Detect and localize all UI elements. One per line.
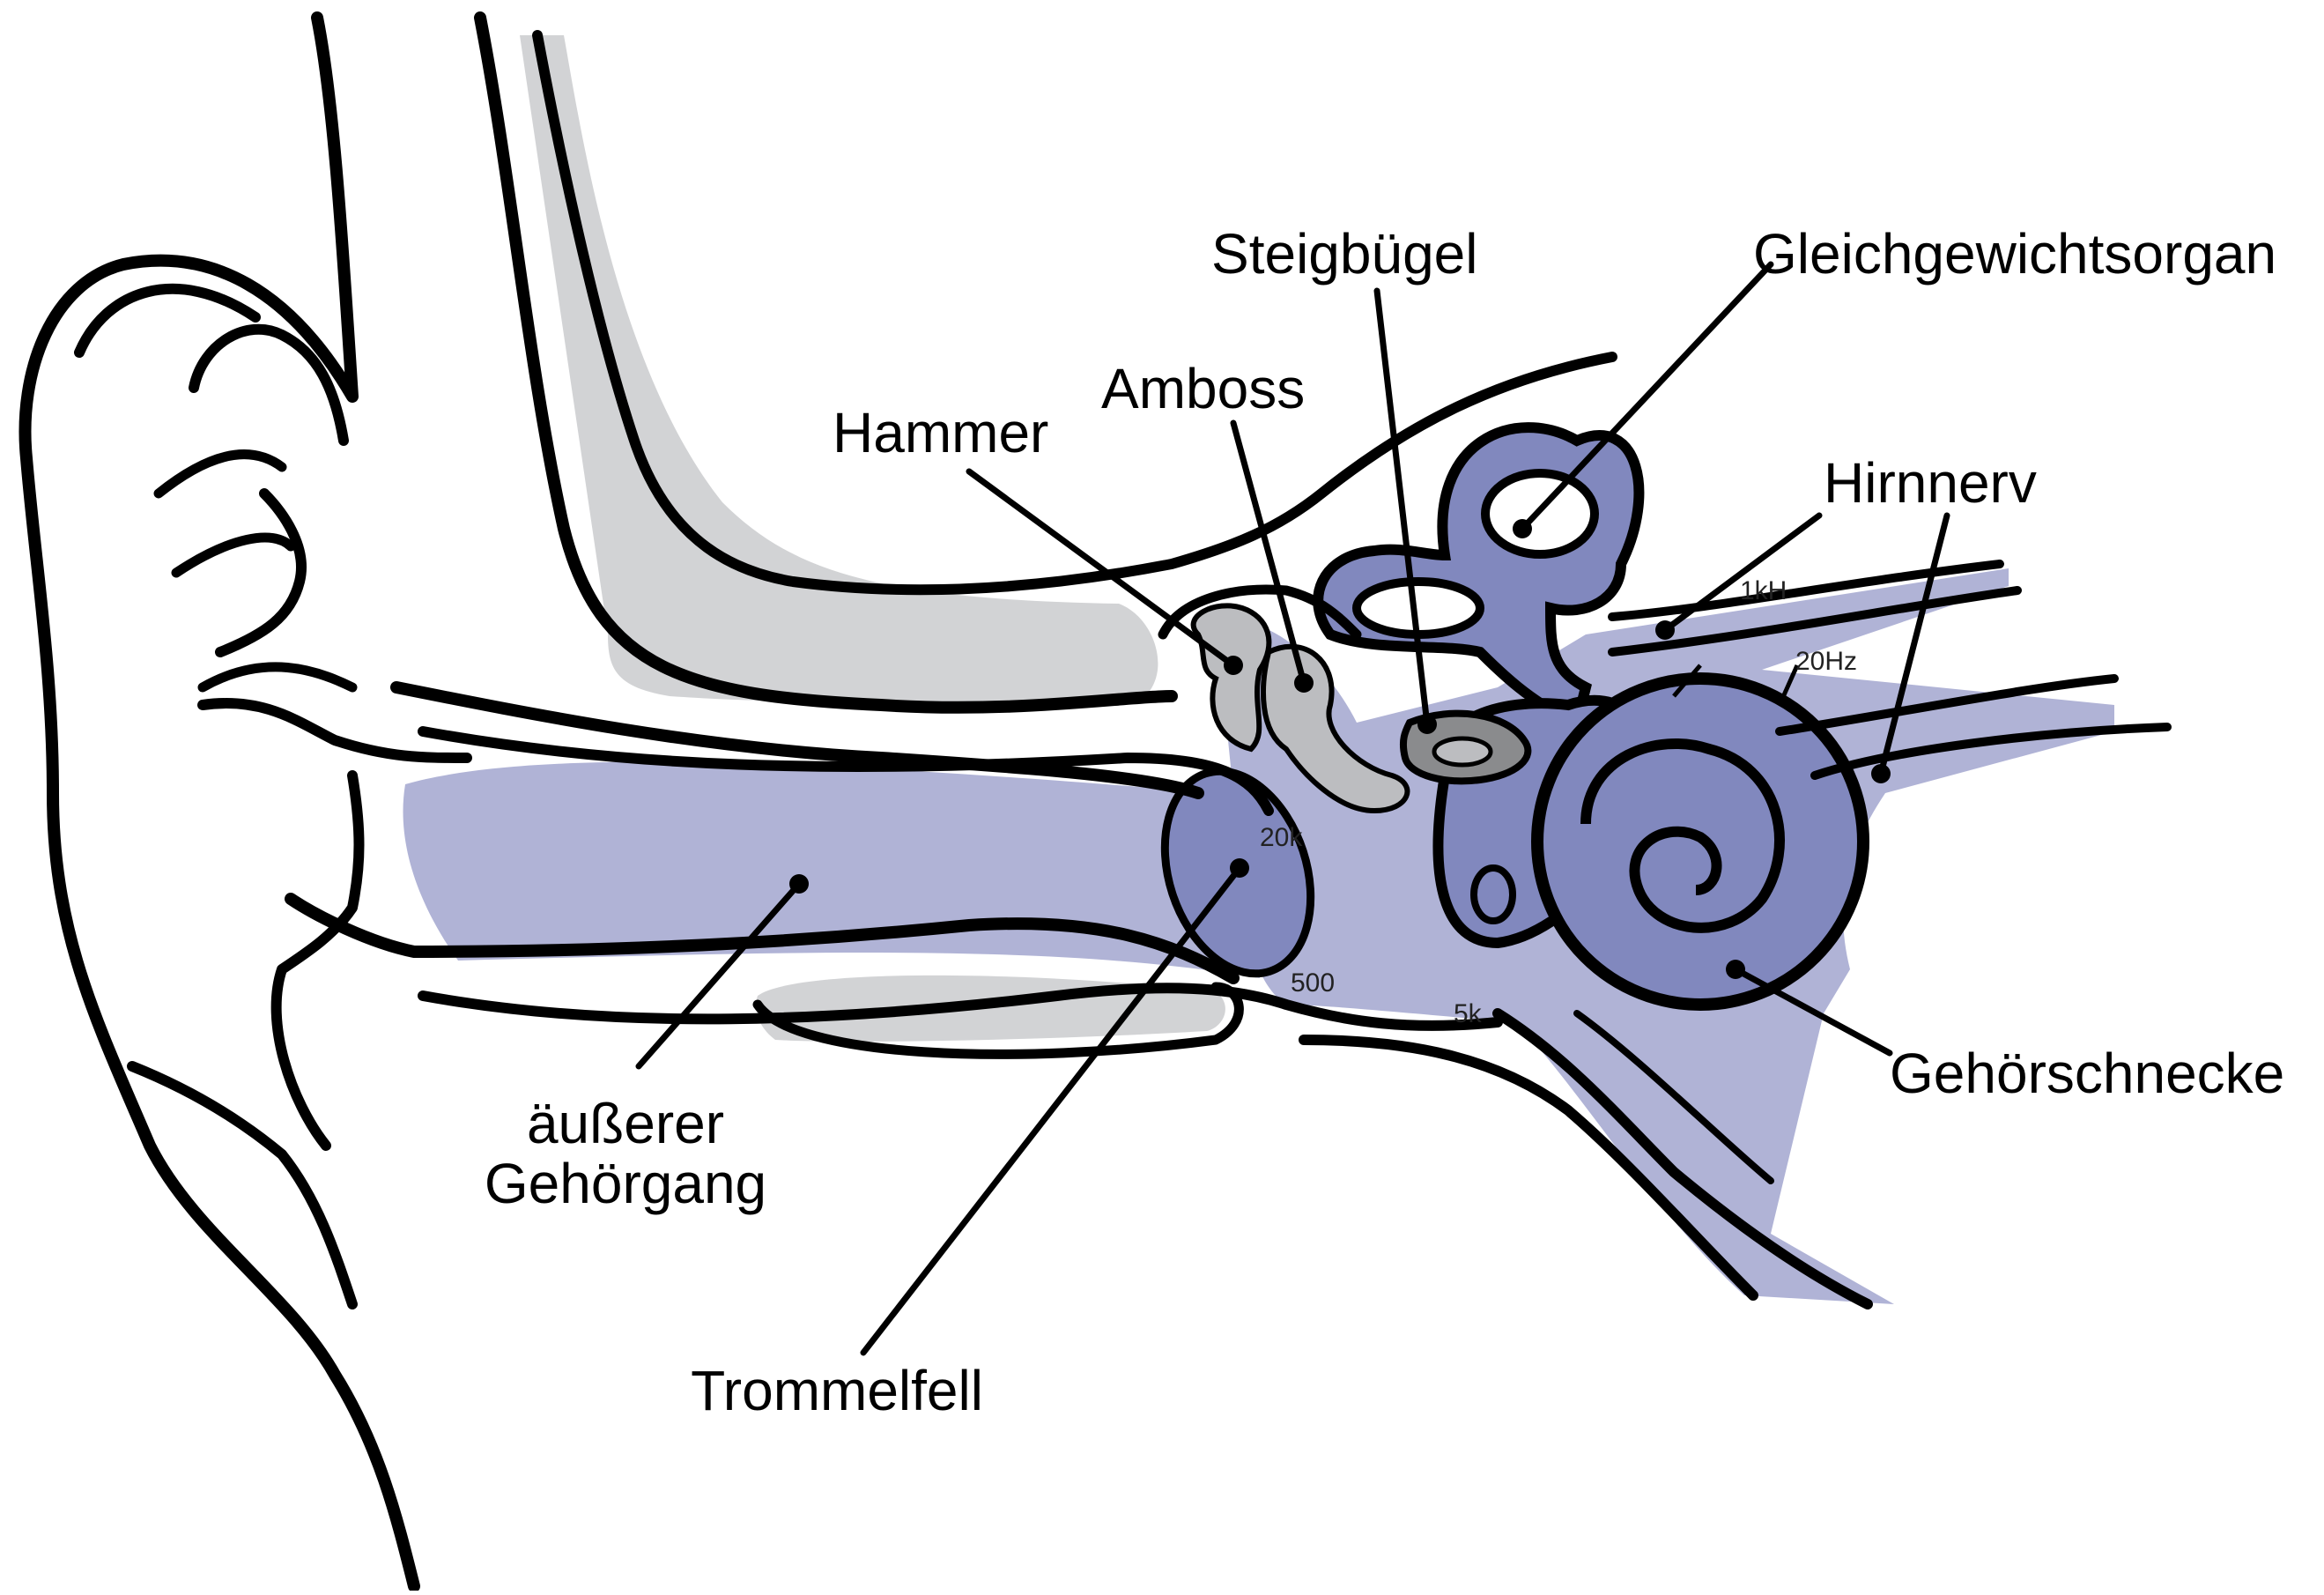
- pinna-inner-helix: [79, 289, 344, 441]
- dot-amboss: [1294, 673, 1314, 693]
- label-trommelfell: Trommelfell: [691, 1359, 983, 1422]
- concha: [203, 493, 467, 758]
- freq-label-500: 500: [1291, 968, 1335, 998]
- freq-label-20hz: 20Hz: [1795, 647, 1857, 676]
- dot-gleichgewichtsorgan: [1513, 519, 1532, 538]
- label-hirnnerv: Hirnnerv: [1824, 451, 2037, 515]
- freq-label-20k: 20k: [1260, 823, 1303, 852]
- antihelix: [159, 455, 352, 687]
- label-amboss: Amboss: [1101, 357, 1305, 420]
- label-gleichgewichtsorgan: Gleichgewichtsorgan: [1753, 222, 2276, 286]
- label-steigbuegel: Steigbügel: [1211, 222, 1477, 286]
- stapes-footplate-hole: [1434, 738, 1491, 765]
- leader-gleichgewichtsorgan: [1522, 264, 1771, 529]
- dot-aeusserer: [789, 874, 809, 894]
- tragus: [277, 775, 359, 1146]
- dot-hirnnerv-2: [1871, 764, 1891, 783]
- leader-steigbuegel: [1377, 291, 1427, 724]
- dot-hirnnerv-1: [1655, 620, 1675, 640]
- label-aeusserer-line1: äußerer: [527, 1092, 724, 1155]
- label-hammer: Hammer: [833, 401, 1048, 464]
- freq-label-5k: 5k: [1454, 999, 1483, 1028]
- freq-label-1khz: 1kH: [1740, 576, 1787, 605]
- label-aeusserer-line2: Gehörgang: [485, 1152, 766, 1215]
- oval-window: [1474, 868, 1513, 921]
- dot-trommelfell: [1230, 858, 1249, 878]
- dot-hammer: [1224, 656, 1243, 675]
- malleus: [1194, 605, 1269, 749]
- dot-steigbuegel: [1417, 715, 1437, 734]
- label-gehoerschnecke: Gehörschnecke: [1890, 1042, 2284, 1105]
- dot-gehoerschnecke: [1726, 960, 1745, 979]
